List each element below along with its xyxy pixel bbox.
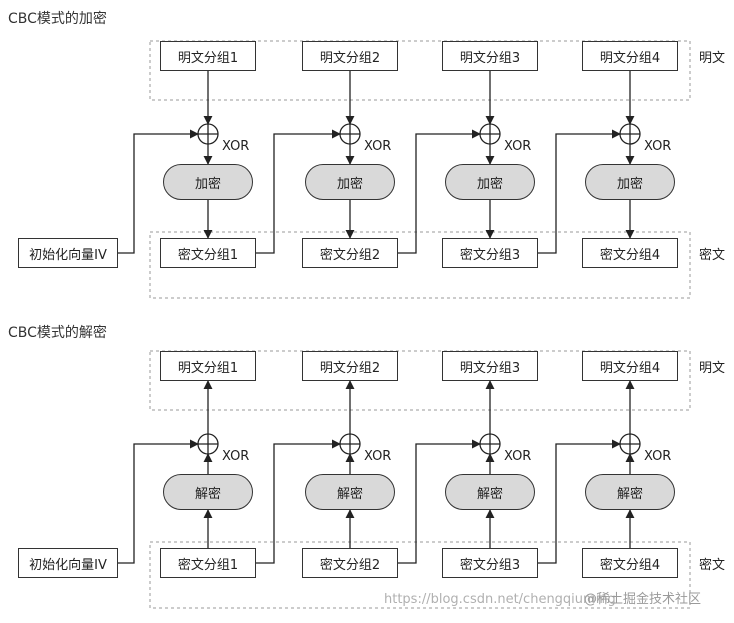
encryption-title: CBC模式的加密	[8, 11, 107, 27]
decryption-ciphertext-group-label: 密文	[699, 558, 726, 573]
decryption-plaintext-block-1: 明文分组1	[160, 351, 256, 381]
encryption-xor-label-3: XOR	[504, 139, 532, 154]
encryption-ciphertext-block-4: 密文分组4	[582, 238, 678, 268]
encryption-ciphertext-block-1: 密文分组1	[160, 238, 256, 268]
encryption-xor-label-4: XOR	[644, 139, 672, 154]
decryption-xor-label-3: XOR	[504, 449, 532, 464]
encryption-op-4: 加密	[585, 164, 675, 200]
decryption-xor-label-2: XOR	[364, 449, 392, 464]
decryption-arrow-iv-to-xor	[118, 439, 199, 564]
decryption-ciphertext-block-3: 密文分组3	[442, 548, 538, 578]
decryption-op-1: 解密	[163, 474, 253, 510]
decryption-iv-block: 初始化向量IV	[18, 548, 118, 578]
encryption-ciphertext-group	[149, 231, 691, 299]
decryption-op-4: 解密	[585, 474, 675, 510]
decryption-arrow-chain-1	[256, 439, 341, 564]
encryption-plaintext-block-3: 明文分组3	[442, 41, 538, 71]
encryption-arrow-chain-1	[256, 129, 341, 254]
encryption-ciphertext-block-2: 密文分组2	[302, 238, 398, 268]
encryption-op-1: 加密	[163, 164, 253, 200]
decryption-ciphertext-block-4: 密文分组4	[582, 548, 678, 578]
encryption-iv-block: 初始化向量IV	[18, 238, 118, 268]
encryption-plaintext-block-4: 明文分组4	[582, 41, 678, 71]
encryption-plaintext-group	[149, 40, 691, 101]
encryption-arrow-iv-to-xor	[118, 129, 199, 254]
decryption-ciphertext-block-1: 密文分组1	[160, 548, 256, 578]
decryption-plaintext-block-3: 明文分组3	[442, 351, 538, 381]
decryption-xor-label-4: XOR	[644, 449, 672, 464]
decryption-ciphertext-group	[149, 541, 691, 609]
encryption-arrow-chain-2	[398, 129, 481, 254]
encryption-plaintext-block-1: 明文分组1	[160, 41, 256, 71]
decryption-xor-label-1: XOR	[222, 449, 250, 464]
encryption-arrow-chain-3	[538, 129, 621, 254]
encryption-xor-label-2: XOR	[364, 139, 392, 154]
decryption-plaintext-block-2: 明文分组2	[302, 351, 398, 381]
decryption-plaintext-group-label: 明文	[699, 361, 726, 376]
decryption-op-3: 解密	[445, 474, 535, 510]
watermark-site: @稀土掘金技术社区	[584, 592, 702, 607]
decryption-arrow-chain-3	[538, 439, 621, 564]
encryption-ciphertext-group-label: 密文	[699, 248, 726, 263]
decryption-op-2: 解密	[305, 474, 395, 510]
decryption-plaintext-block-4: 明文分组4	[582, 351, 678, 381]
decryption-title: CBC模式的解密	[8, 325, 107, 341]
encryption-plaintext-block-2: 明文分组2	[302, 41, 398, 71]
decryption-ciphertext-block-2: 密文分组2	[302, 548, 398, 578]
decryption-arrow-chain-2	[398, 439, 481, 564]
encryption-ciphertext-block-3: 密文分组3	[442, 238, 538, 268]
encryption-op-2: 加密	[305, 164, 395, 200]
encryption-xor-label-1: XOR	[222, 139, 250, 154]
watermark-url: https://blog.csdn.net/chengqiuming	[384, 592, 616, 607]
encryption-op-3: 加密	[445, 164, 535, 200]
decryption-plaintext-group	[149, 350, 691, 411]
encryption-plaintext-group-label: 明文	[699, 51, 726, 66]
